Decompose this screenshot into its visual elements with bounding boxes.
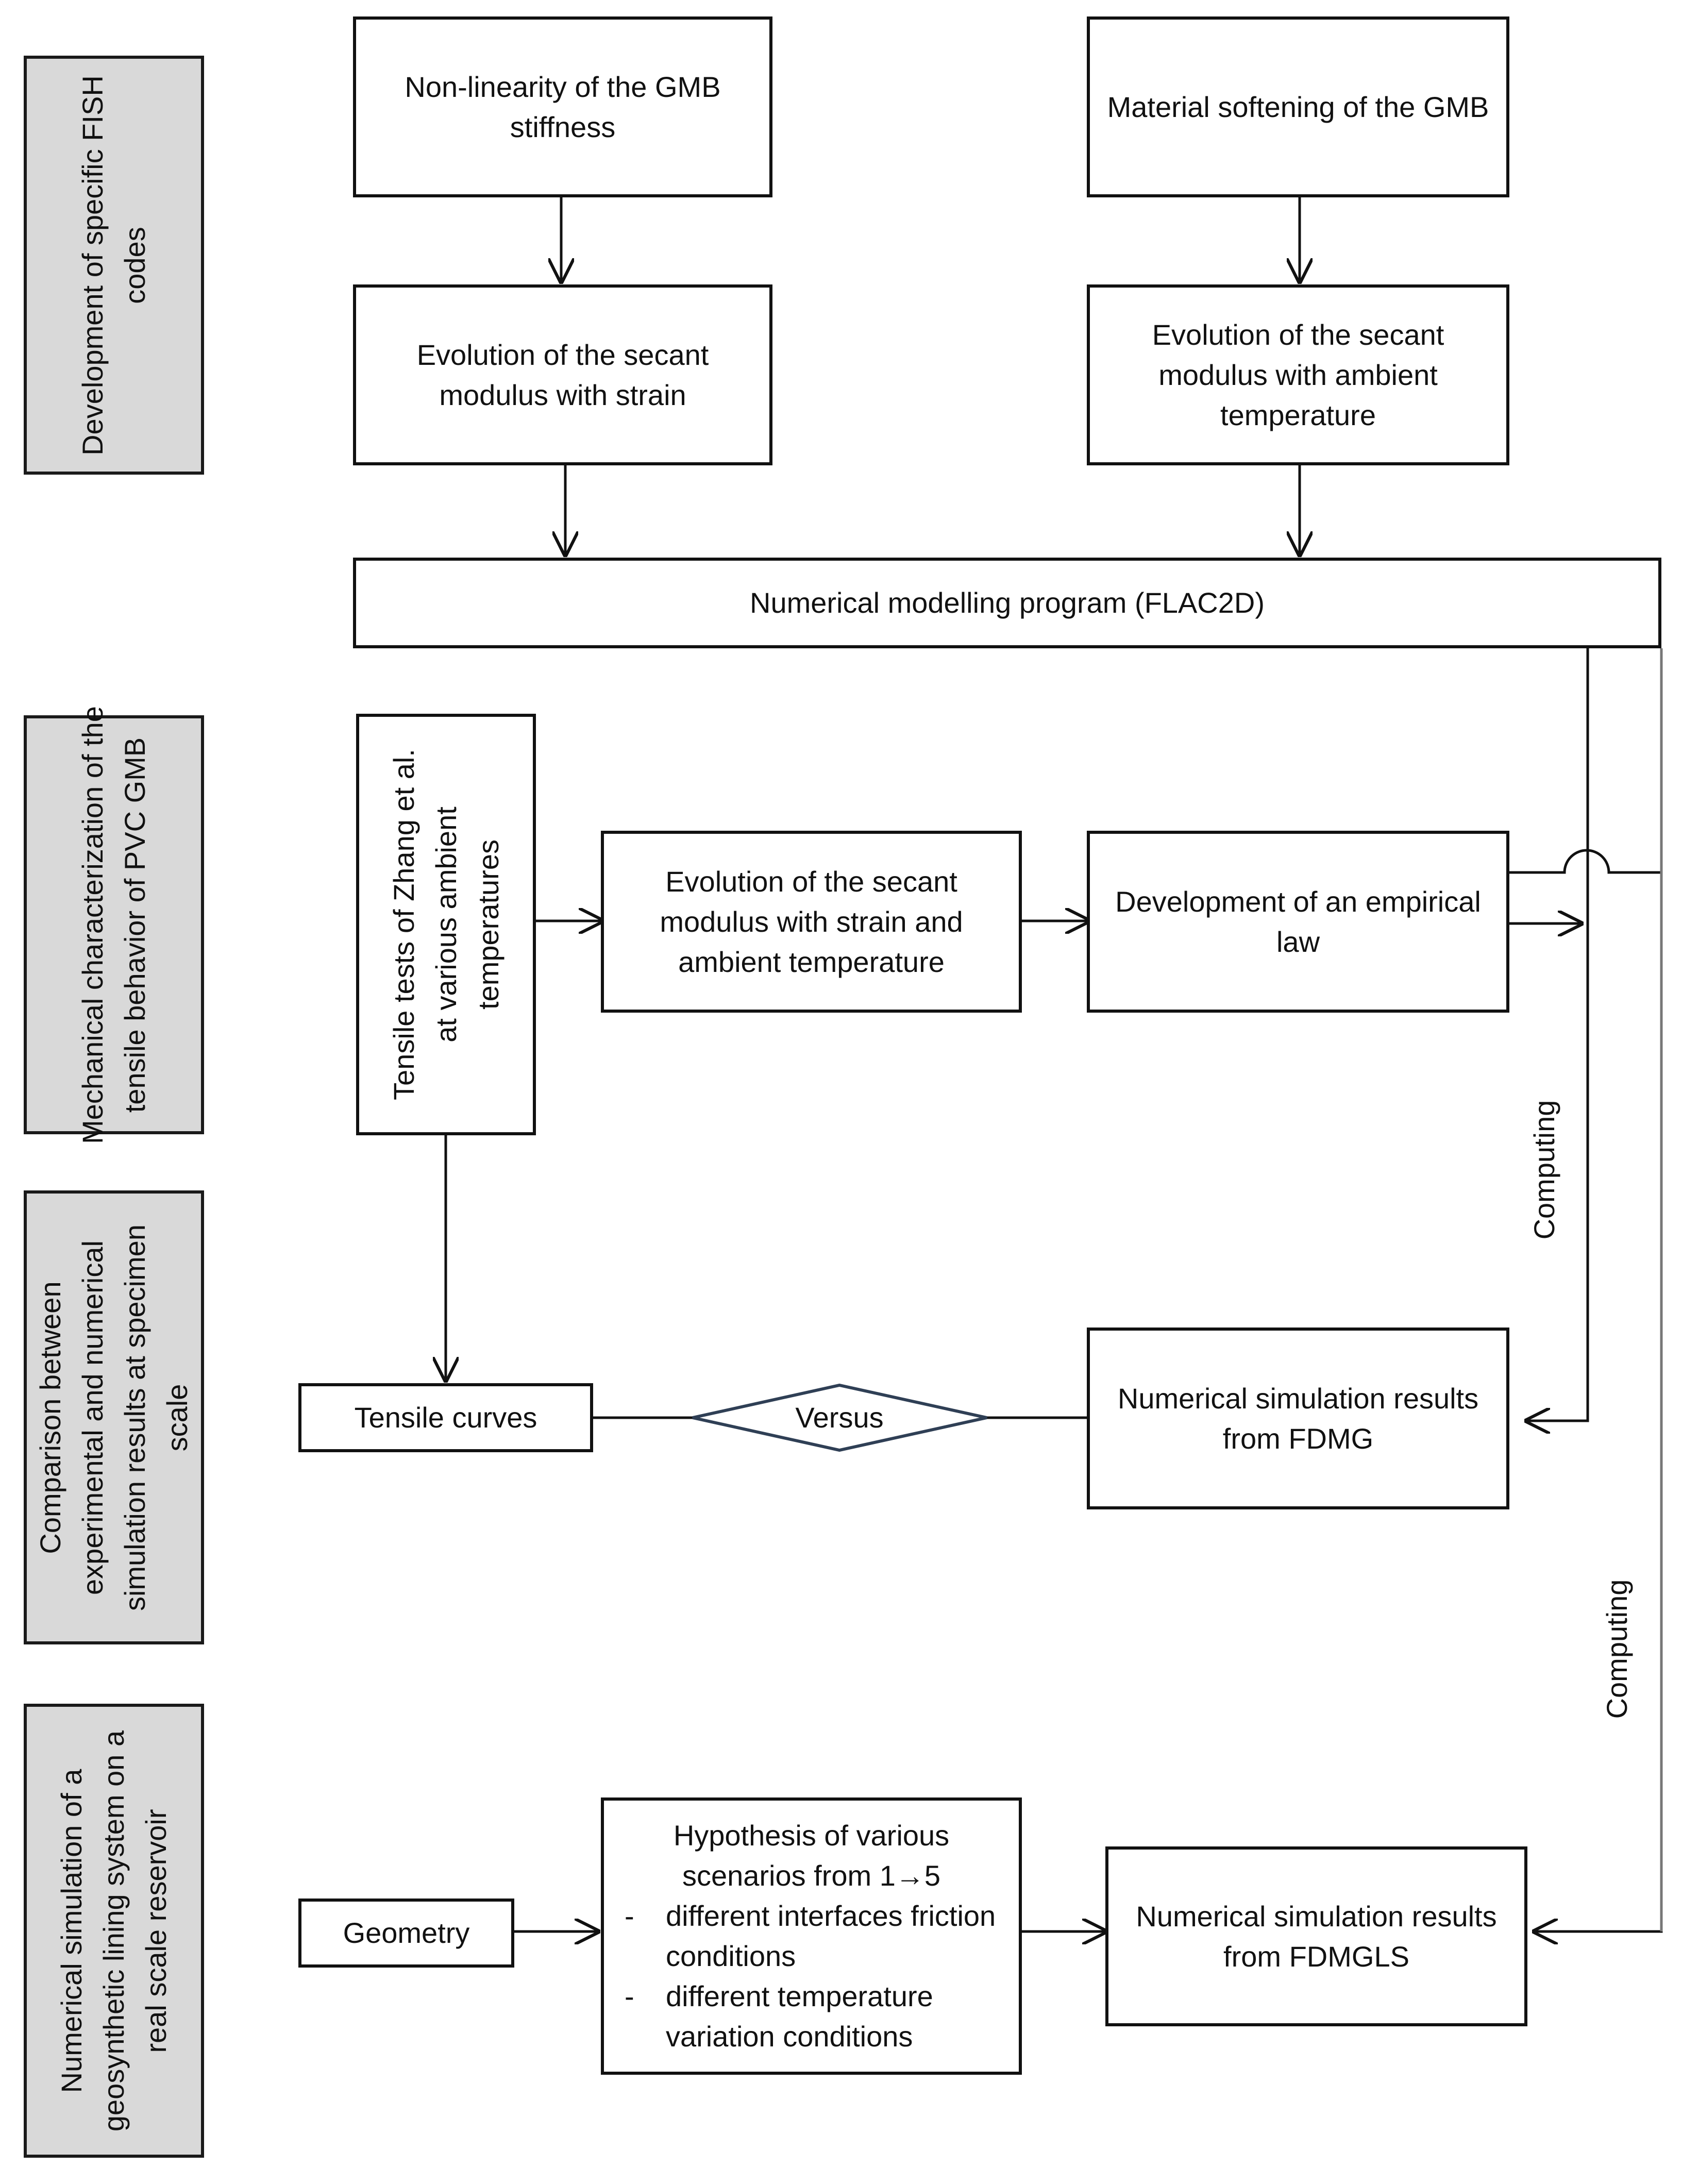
- node-nonlinearity: Non-linearity of the GMB stiffness: [353, 16, 772, 197]
- scenario-item: different interfaces friction conditions: [614, 1896, 1008, 1976]
- node-fdmg-label: Numerical simulation results from FDMG: [1117, 1382, 1479, 1455]
- versus-label: Versus: [795, 1401, 884, 1434]
- stage-fish-codes: Development of specific FISH codes: [24, 56, 204, 475]
- node-secant-both: Evolution of the secant modulus with str…: [601, 831, 1022, 1013]
- stage-comparison-label: Comparison between experimental and nume…: [34, 1224, 193, 1611]
- arrow-computing-to-fdmg: [1527, 648, 1589, 1421]
- node-tensile-tests-label: Tensile tests of Zhang et al. at various…: [387, 749, 504, 1100]
- node-scenarios-title: Hypothesis of various scenarios from 1→5: [673, 1819, 950, 1892]
- node-fdmg: Numerical simulation results from FDMG: [1087, 1328, 1509, 1509]
- node-tensile-curves: Tensile curves: [298, 1383, 593, 1452]
- scenario-item: different temperature variation conditio…: [614, 1976, 1008, 2057]
- stage-real-scale-simulation-label: Numerical simulation of a geosynthetic l…: [55, 1730, 172, 2131]
- node-secant-both-label: Evolution of the secant modulus with str…: [660, 865, 963, 978]
- stage-comparison: Comparison between experimental and nume…: [24, 1190, 204, 1644]
- node-geometry-label: Geometry: [343, 1917, 470, 1949]
- node-secant-temp-label: Evolution of the secant modulus with amb…: [1152, 318, 1444, 431]
- node-softening: Material softening of the GMB: [1087, 16, 1509, 197]
- node-empirical-label: Development of an empirical law: [1115, 885, 1481, 958]
- versus-diamond: [692, 1383, 987, 1452]
- node-tensile-curves-label: Tensile curves: [354, 1401, 537, 1434]
- connector-empirical-hop-to-feed: [1509, 849, 1661, 874]
- arrow-computing-to-fdmgls: [1535, 648, 1663, 1931]
- stage-mechanical-characterization-label: Mechanical characterization of the tensi…: [76, 705, 151, 1144]
- node-flac: Numerical modelling program (FLAC2D): [353, 558, 1661, 648]
- node-flac-label: Numerical modelling program (FLAC2D): [750, 586, 1265, 619]
- node-tensile-tests: Tensile tests of Zhang et al. at various…: [356, 714, 536, 1135]
- stage-mechanical-characterization: Mechanical characterization of the tensi…: [24, 706, 204, 1144]
- node-empirical: Development of an empirical law: [1087, 831, 1509, 1013]
- node-softening-label: Material softening of the GMB: [1107, 90, 1489, 123]
- node-scenarios: Hypothesis of various scenarios from 1→5…: [601, 1797, 1022, 2075]
- node-fdmgls-label: Numerical simulation results from FDMGLS: [1136, 1900, 1497, 1973]
- node-secant-strain: Evolution of the secant modulus with str…: [353, 284, 772, 465]
- edge-label-computing-2: Computing: [1601, 1579, 1633, 1719]
- node-scenarios-list: different interfaces friction conditions…: [614, 1896, 1008, 2057]
- stage-fish-codes-label: Development of specific FISH codes: [76, 75, 151, 456]
- stage-real-scale-simulation: Numerical simulation of a geosynthetic l…: [24, 1704, 204, 2158]
- node-nonlinearity-label: Non-linearity of the GMB stiffness: [405, 70, 721, 143]
- edge-label-computing-1: Computing: [1528, 1100, 1560, 1240]
- node-secant-temp: Evolution of the secant modulus with amb…: [1087, 284, 1509, 465]
- node-geometry: Geometry: [298, 1899, 514, 1968]
- node-secant-strain-label: Evolution of the secant modulus with str…: [416, 338, 709, 411]
- node-fdmgls: Numerical simulation results from FDMGLS: [1105, 1846, 1527, 2026]
